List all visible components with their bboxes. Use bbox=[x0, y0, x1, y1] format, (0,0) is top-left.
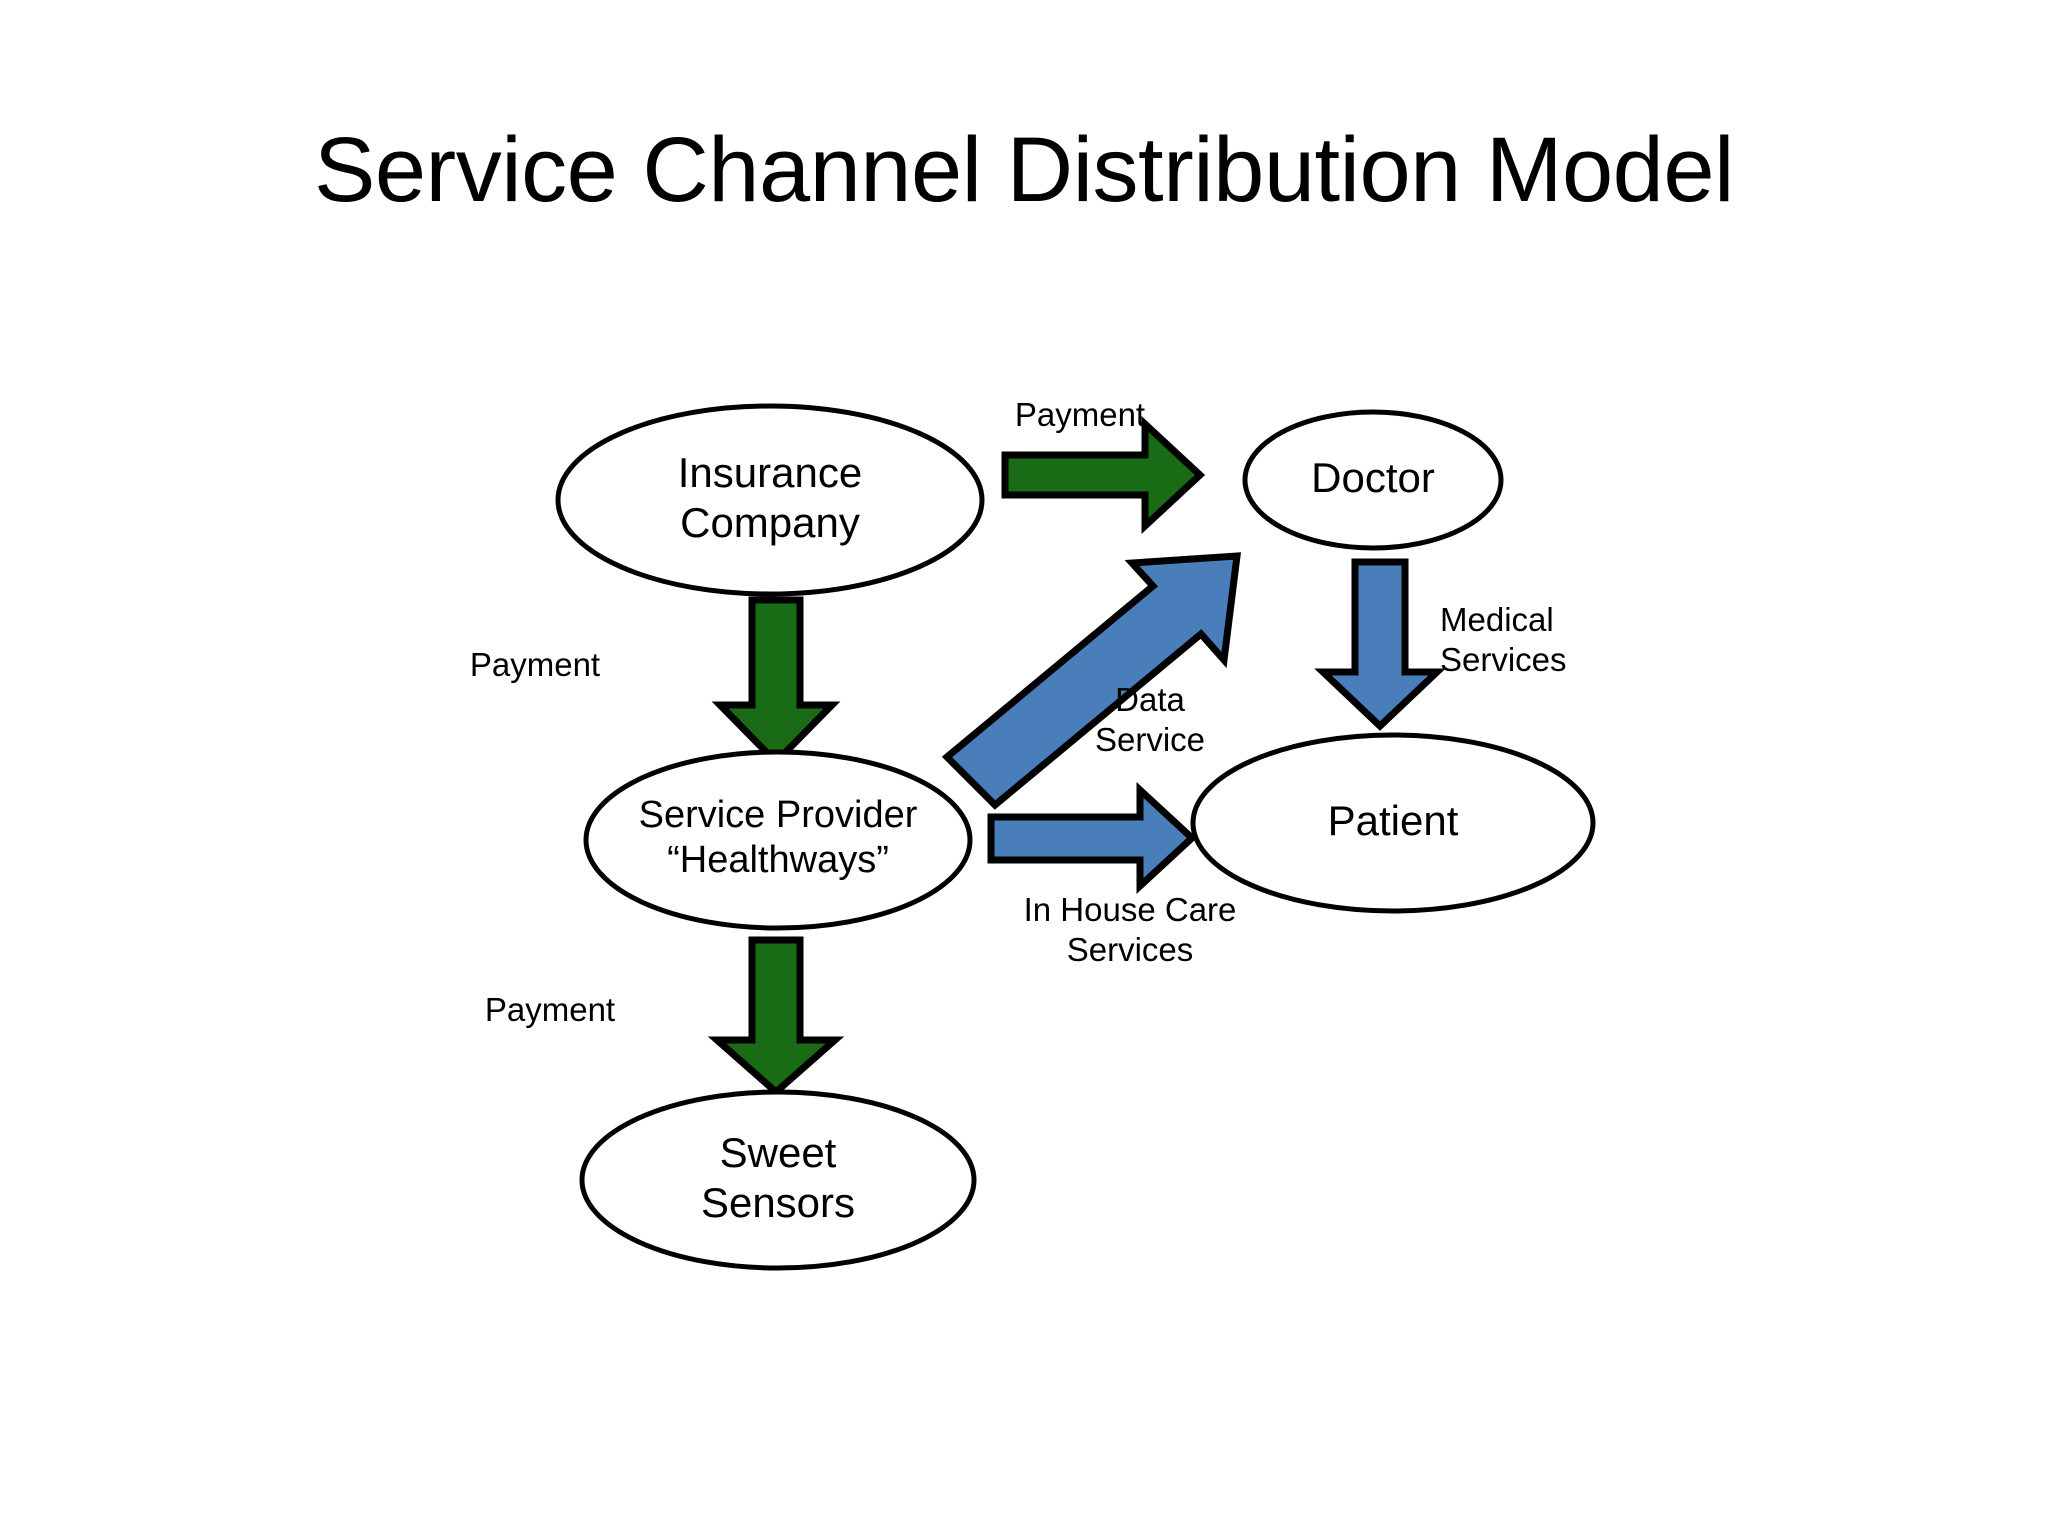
arrow-insurance-to-provider bbox=[711, 596, 841, 767]
arrow-provider-to-doctor bbox=[941, 552, 1241, 810]
node-patient[interactable] bbox=[1190, 732, 1596, 914]
node-doctor[interactable] bbox=[1242, 409, 1504, 551]
edge-label-in-house-care-services: In House Care Services bbox=[1023, 891, 1237, 969]
node-service-provider[interactable] bbox=[583, 749, 973, 931]
edge-label-payment-insurance-doctor: Payment bbox=[1014, 396, 1146, 433]
arrow-insurance-to-doctor bbox=[1001, 415, 1206, 535]
arrow-provider-to-sensors bbox=[707, 936, 845, 1097]
edge-label-payment-provider-sensors: Payment bbox=[484, 991, 616, 1028]
arrow-doctor-to-patient bbox=[1314, 558, 1446, 731]
edge-label-data-service: Data Service bbox=[1094, 681, 1206, 759]
arrow-provider-to-patient bbox=[987, 782, 1198, 894]
node-sweet-sensors[interactable] bbox=[579, 1089, 977, 1271]
edge-label-medical-services: Medical Services bbox=[1440, 601, 1567, 679]
page-title: Service Channel Distribution Model bbox=[314, 119, 1734, 221]
edge-label-payment-insurance-provider: Payment bbox=[469, 646, 601, 683]
node-insurance-company[interactable] bbox=[555, 403, 985, 597]
